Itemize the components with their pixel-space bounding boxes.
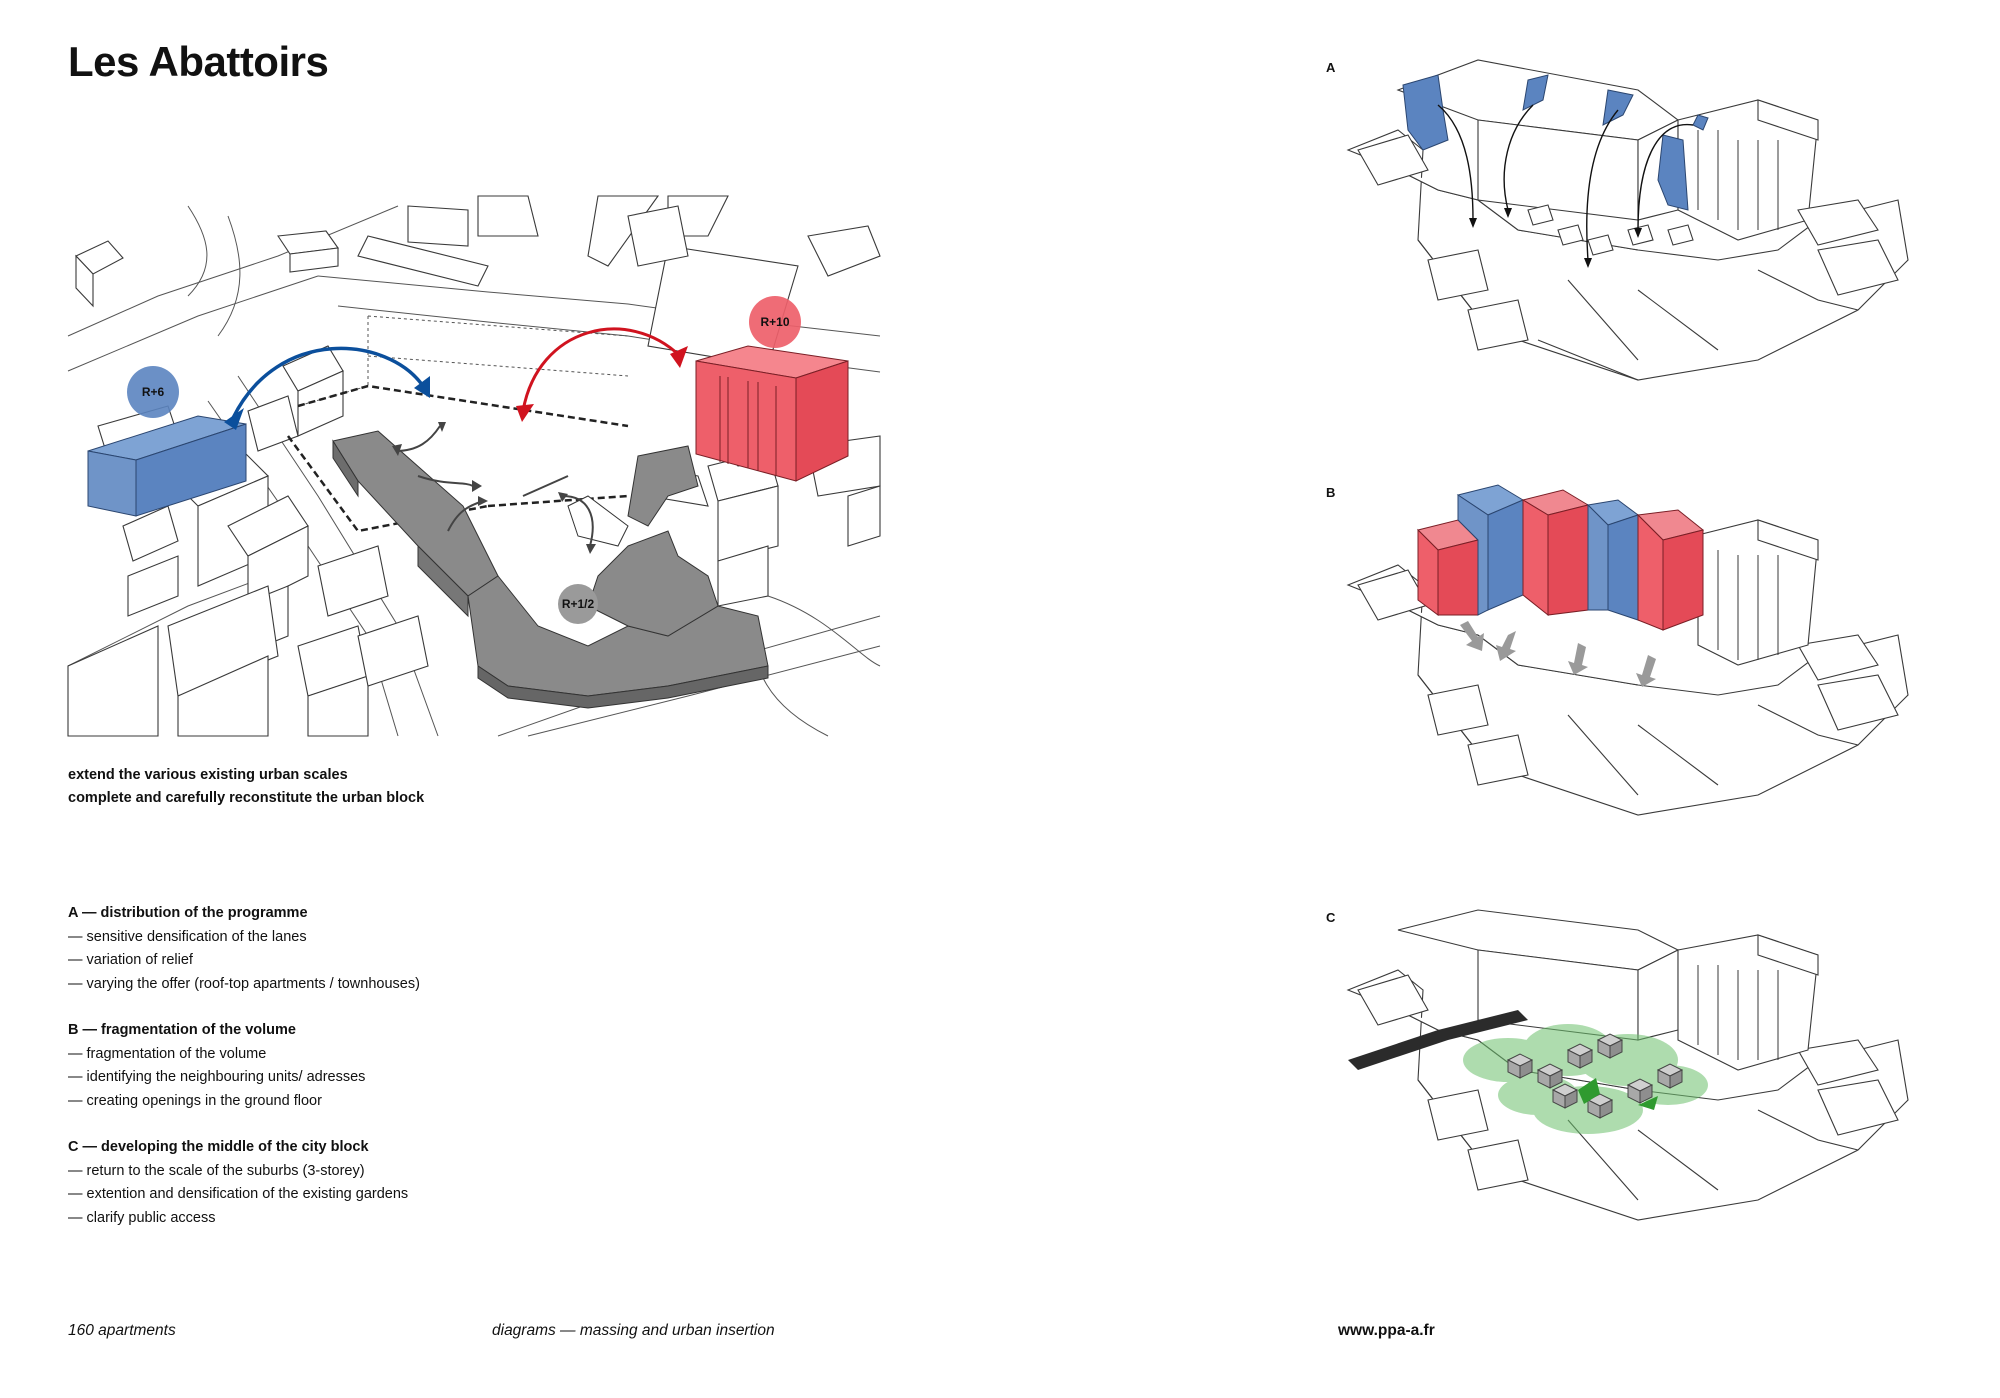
section-item: — identifying the neighbouring units/ ad… — [68, 1069, 366, 1085]
section-item: — sensitive densification of the lanes — [68, 928, 307, 945]
section-c: C — developing the middle of the city bl… — [68, 1136, 408, 1230]
footer-caption: diagrams — massing and urban insertion — [492, 1322, 775, 1339]
section-heading: B — fragmentation of the volume — [68, 1022, 296, 1038]
page-title: Les Abattoirs — [68, 38, 329, 85]
tag-r6: R+6 — [127, 366, 179, 418]
tag-r6-label: R+6 — [142, 385, 165, 399]
public-access-path — [1348, 1010, 1528, 1070]
diagram-b-label: B — [1326, 485, 1336, 500]
arrow-head-icon — [516, 404, 534, 422]
townhouse-cubes-c — [1506, 1033, 1684, 1119]
main-axonometric-diagram: R+6 R+10 R+1/2 — [67, 195, 881, 737]
diagram-c-label: C — [1326, 910, 1336, 925]
tag-r1-2: R+1/2 — [558, 584, 598, 624]
diagram-a — [1346, 59, 1909, 381]
coloured-blocks-b — [1417, 484, 1705, 631]
diagram-b — [1346, 484, 1909, 816]
blue-blocks-a — [1402, 74, 1709, 211]
intro-line: complete and carefully reconstitute the … — [68, 790, 425, 806]
tag-r10-label: R+10 — [760, 315, 789, 329]
section-item: — extention and densification of the exi… — [68, 1186, 409, 1202]
footer-website-link[interactable]: www.ppa-a.fr — [1338, 1322, 1435, 1339]
section-item: — fragmentation of the volume — [68, 1045, 267, 1062]
section-item: — varying the offer (roof-top apartments… — [68, 975, 420, 992]
main-arrows — [224, 327, 688, 554]
section-item: — clarify public access — [68, 1209, 216, 1226]
section-item: — return to the scale of the suburbs (3-… — [68, 1162, 365, 1179]
red-building-r10 — [695, 345, 849, 482]
tag-r10: R+10 — [749, 296, 801, 348]
section-a: A — distribution of the programme — sens… — [68, 902, 420, 996]
section-b: B — fragmentation of the volume — fragme… — [68, 1019, 365, 1113]
grey-existing-block — [332, 430, 769, 709]
intro-text: extend the various existing urban scales… — [68, 764, 424, 810]
arrow-heads-a — [1469, 208, 1642, 268]
arrow-head-icon — [414, 376, 430, 398]
section-item: — variation of relief — [68, 952, 193, 968]
grey-arrows-b — [1460, 621, 1656, 687]
arrow-head-icon — [670, 346, 688, 368]
section-item: — creating openings in the ground floor — [68, 1092, 322, 1109]
footer-apartments: 160 apartments — [68, 1322, 176, 1339]
section-heading: A — distribution of the programme — [68, 905, 308, 921]
arrow-head-icon — [224, 408, 244, 430]
arrows-a — [1437, 104, 1694, 261]
diagram-c — [1346, 909, 1909, 1221]
intro-line: extend the various existing urban scales — [68, 767, 348, 783]
tag-r1-2-label: R+1/2 — [562, 597, 595, 611]
blue-building-r6 — [87, 415, 247, 517]
section-heading: C — developing the middle of the city bl… — [68, 1139, 369, 1155]
diagram-a-label: A — [1326, 60, 1336, 75]
